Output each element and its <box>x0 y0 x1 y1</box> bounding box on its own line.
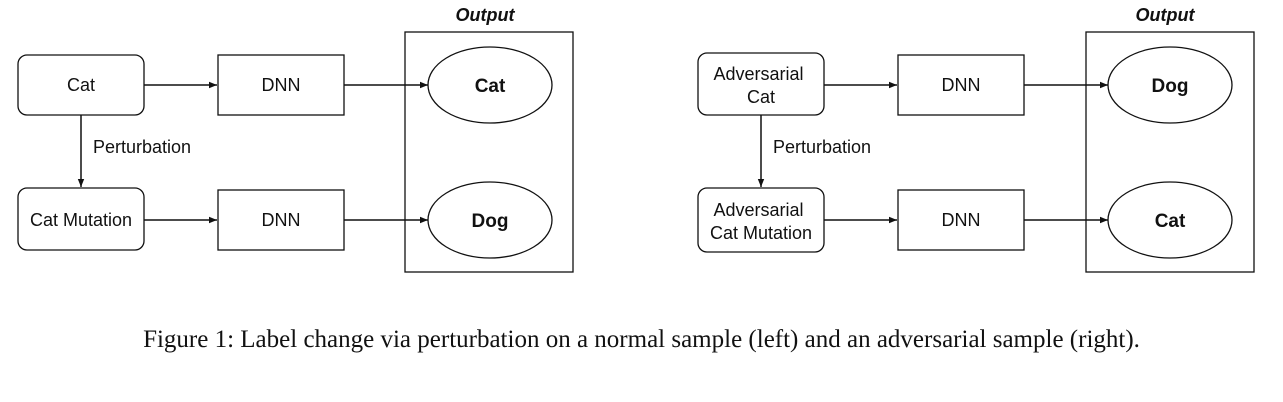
left-panel: Output Cat DNN Cat Perturbation Cat Muta… <box>17 5 574 273</box>
left-output-bottom-ellipse <box>427 181 553 259</box>
diagram: Output Cat DNN Cat Perturbation Cat Muta… <box>17 5 1255 273</box>
right-output-top-ellipse <box>1107 46 1233 124</box>
left-input-bottom-label: Cat Mutation <box>30 210 132 230</box>
right-input-top-label: Adversarial Cat <box>713 64 808 107</box>
left-output-top-label: Cat <box>475 76 506 97</box>
right-dnn-bottom-label: DNN <box>942 210 981 230</box>
left-dnn-bottom-box <box>217 189 345 251</box>
right-dnn-bottom-box <box>897 189 1025 251</box>
right-input-bottom-label: Adversarial Cat Mutation <box>710 200 812 243</box>
left-output-top-ellipse <box>427 46 553 124</box>
right-dnn-top-box <box>897 54 1025 116</box>
left-input-bottom-box <box>17 187 145 251</box>
right-output-bottom-label: Cat <box>1155 211 1186 232</box>
right-output-top-label: Dog <box>1152 76 1189 97</box>
right-output-bottom-ellipse <box>1107 181 1233 259</box>
right-output-header: Output <box>1136 5 1196 25</box>
left-output-header: Output <box>456 5 516 25</box>
left-dnn-top-label: DNN <box>262 75 301 95</box>
left-output-bottom-label: Dog <box>472 211 509 232</box>
left-dnn-top-box <box>217 54 345 116</box>
left-perturbation-label: Perturbation <box>93 137 191 157</box>
right-panel: Output Adversarial Cat DNN Dog Perturbat… <box>697 5 1255 273</box>
left-input-top-label: Cat <box>67 75 95 95</box>
right-perturbation-label: Perturbation <box>773 137 871 157</box>
right-dnn-top-label: DNN <box>942 75 981 95</box>
figure-caption: Figure 1: Label change via perturbation … <box>143 326 1140 353</box>
left-dnn-bottom-label: DNN <box>262 210 301 230</box>
